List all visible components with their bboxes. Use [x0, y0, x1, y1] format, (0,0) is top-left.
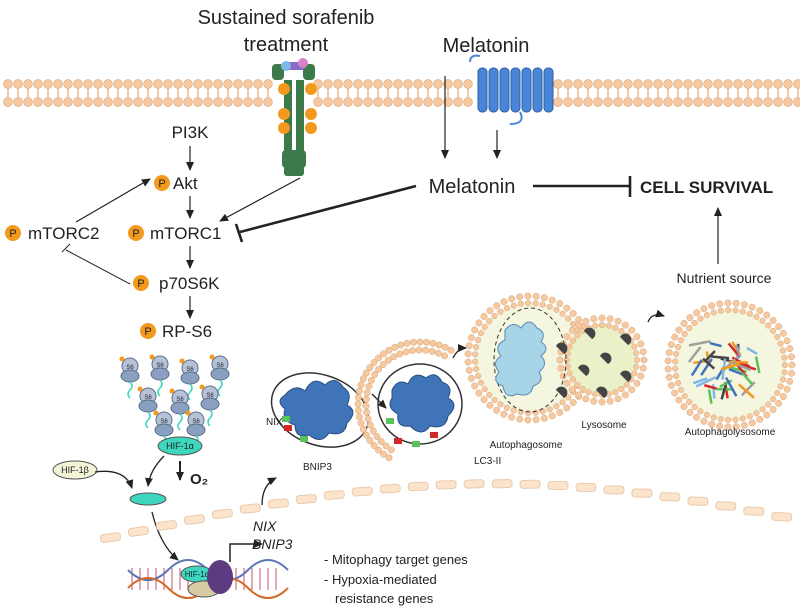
akt-phospho-label: P [158, 178, 165, 190]
svg-text:S6: S6 [160, 419, 168, 425]
rps6-phospho-icon [140, 323, 156, 339]
gene-note-2: - Hypoxia-mediated [324, 572, 437, 587]
akt-label: Akt [173, 174, 198, 193]
gene-note-1: - Mitophagy target genes [324, 552, 468, 567]
hif-dimer [129, 492, 167, 506]
sorafenib-title-line2: treatment [244, 34, 329, 56]
p70s6k-phospho-icon [133, 275, 149, 291]
mtorc1-phospho-icon [128, 225, 144, 241]
autophagolysosome-label: Autophagolysosome [685, 427, 776, 438]
o2-label: O₂ [190, 471, 208, 488]
nuclear-envelope [99, 479, 793, 543]
mtorc1-label: mTORC1 [150, 224, 221, 243]
svg-text:S6: S6 [126, 365, 134, 371]
rps6-phospho-label: P [144, 326, 151, 338]
rps6-label: RP-S6 [162, 322, 212, 341]
mito-nix-label: NIX [266, 417, 283, 428]
melatonin-top-label: Melatonin [443, 35, 530, 57]
p70s6k-label: p70S6K [159, 274, 220, 293]
mito-receptors [282, 416, 308, 442]
gene-bnip3: BNIP3 [252, 536, 293, 552]
mtorc2-phospho-label: P [9, 228, 16, 240]
inhibition-lines [61, 176, 632, 285]
svg-text:S6: S6 [176, 397, 184, 403]
svg-text:S6: S6 [192, 419, 200, 425]
nutrient-source-label: Nutrient source [677, 270, 772, 286]
gene-nix: NIX [253, 518, 277, 534]
mito-bnip3-label: BNIP3 [303, 462, 332, 473]
gene-note-3: resistance genes [335, 591, 434, 606]
hif1b-protein [52, 460, 98, 480]
akt-phospho-icon [154, 175, 170, 191]
sorafenib-title-line1: Sustained sorafenib [198, 7, 375, 29]
lc3-markers [386, 418, 438, 447]
svg-text:S6: S6 [186, 367, 194, 373]
engulfed-mitochondrion [377, 363, 463, 445]
hif1b-label: HIF-1β [61, 465, 89, 475]
transcription-start-arrow [229, 540, 263, 562]
svg-text:S6: S6 [156, 363, 164, 369]
cell-survival-label: CELL SURVIVAL [640, 178, 773, 197]
lysosome-enzymes [556, 327, 632, 398]
p70s6k-phospho-label: P [137, 278, 144, 290]
hif-on-dna-label: HIF-1α [185, 570, 210, 579]
rtk-phospho-sites [278, 83, 317, 134]
svg-text:S6: S6 [216, 363, 224, 369]
degraded-fragments [687, 340, 761, 404]
lc3-label: LC3-II [474, 456, 501, 467]
mtorc1-phospho-label: P [132, 228, 139, 240]
svg-text:S6: S6 [206, 393, 214, 399]
phagophore [354, 338, 455, 462]
autophagosome-label: Autophagosome [490, 440, 563, 451]
hif1a-protein [157, 436, 203, 456]
melatonin-central-label: Melatonin [429, 176, 516, 198]
plasma-membrane [3, 79, 800, 107]
hif-arrows [94, 309, 665, 561]
mtorc2-label: mTORC2 [28, 224, 99, 243]
pi3k-label: PI3K [172, 123, 210, 142]
lysosome-label: Lysosome [581, 420, 627, 431]
mtorc2-phospho-icon [5, 225, 21, 241]
melatonin-receptor [469, 54, 554, 125]
autophagosome-cargo [493, 307, 567, 413]
transcription-factor-purple [207, 560, 233, 594]
svg-text:S6: S6 [144, 395, 152, 401]
hif1a-label: HIF-1α [166, 441, 194, 451]
